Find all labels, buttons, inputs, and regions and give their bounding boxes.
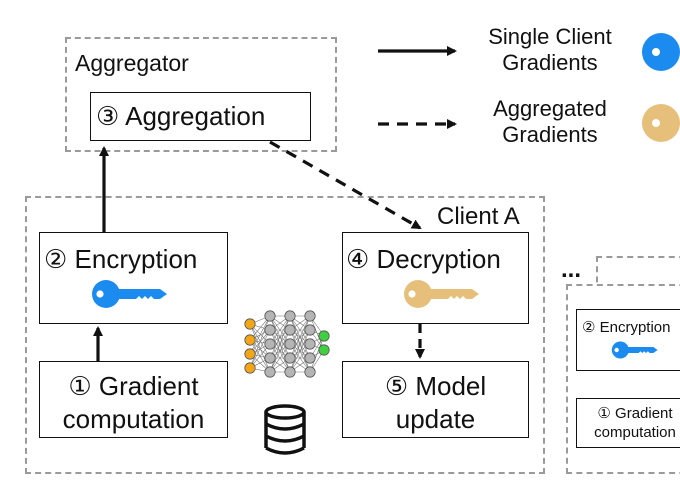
model-line2: update xyxy=(395,403,476,434)
nn-node xyxy=(284,310,296,322)
legend-single-line2: Gradients xyxy=(502,50,598,76)
nn-node xyxy=(244,334,256,346)
gradient-line2: computation xyxy=(62,403,205,434)
client-next-gradient-line2: computation xyxy=(594,423,676,441)
nn-node xyxy=(264,324,276,336)
legend-single-line1: Single Client xyxy=(488,24,612,49)
model-update-label: ⑤ Model update xyxy=(342,370,529,435)
legend-blue-dot-icon xyxy=(642,33,680,71)
client-next-encryption-box xyxy=(576,309,680,371)
aggregator-box xyxy=(65,37,337,152)
client-next-gradient-label: ① Gradient computation xyxy=(580,405,680,443)
nn-node xyxy=(264,310,276,322)
database-icon xyxy=(264,404,306,455)
decryption-box xyxy=(342,232,529,324)
aggregator-title: Aggregator xyxy=(75,50,189,76)
nn-node xyxy=(244,318,256,330)
gradient-computation-label: ① Gradient computation xyxy=(39,370,228,435)
nn-node xyxy=(304,366,316,378)
client-next-encryption-label: ② Encryption xyxy=(582,319,671,336)
legend-single-label: Single Client Gradients xyxy=(466,24,634,77)
nn-node xyxy=(304,324,316,336)
legend-gold-dot-icon xyxy=(642,104,680,142)
nn-node xyxy=(244,362,256,374)
legend-aggregated-line1: Aggregated xyxy=(493,96,607,121)
encryption-box xyxy=(39,232,228,324)
nn-node xyxy=(304,310,316,322)
neural-network-icon xyxy=(244,310,330,378)
nn-node xyxy=(264,352,276,364)
nn-node xyxy=(244,348,256,360)
aggregation-box xyxy=(90,92,311,141)
gradient-line1: ① Gradient xyxy=(68,371,199,401)
aggregation-label: ③ Aggregation xyxy=(96,101,266,131)
encryption-label: ② Encryption xyxy=(44,244,198,274)
legend-aggregated-line2: Gradients xyxy=(502,122,598,148)
gold-key-icon xyxy=(404,280,479,308)
nn-node xyxy=(264,338,276,350)
nn-node xyxy=(318,344,330,356)
blue-key-icon xyxy=(92,280,167,308)
nn-node xyxy=(284,324,296,336)
nn-node xyxy=(284,338,296,350)
more-clients-ellipsis: ... xyxy=(561,256,582,283)
client-next-gradient-line1: ① Gradient xyxy=(597,405,673,422)
gradient-computation-box xyxy=(39,361,228,438)
nn-node xyxy=(284,366,296,378)
nn-node xyxy=(264,366,276,378)
client-next-gradient-box xyxy=(576,398,680,448)
client-next-blue-key-icon xyxy=(611,341,658,359)
model-update-box xyxy=(342,361,529,438)
model-line1: ⑤ Model xyxy=(384,371,487,401)
client-a-title: Client A xyxy=(437,203,520,230)
nn-node xyxy=(318,330,330,342)
nn-node xyxy=(304,338,316,350)
decryption-label: ④ Decryption xyxy=(346,244,501,274)
legend-aggregated-label: Aggregated Gradients xyxy=(466,96,634,149)
nn-node xyxy=(304,352,316,364)
nn-node xyxy=(284,352,296,364)
